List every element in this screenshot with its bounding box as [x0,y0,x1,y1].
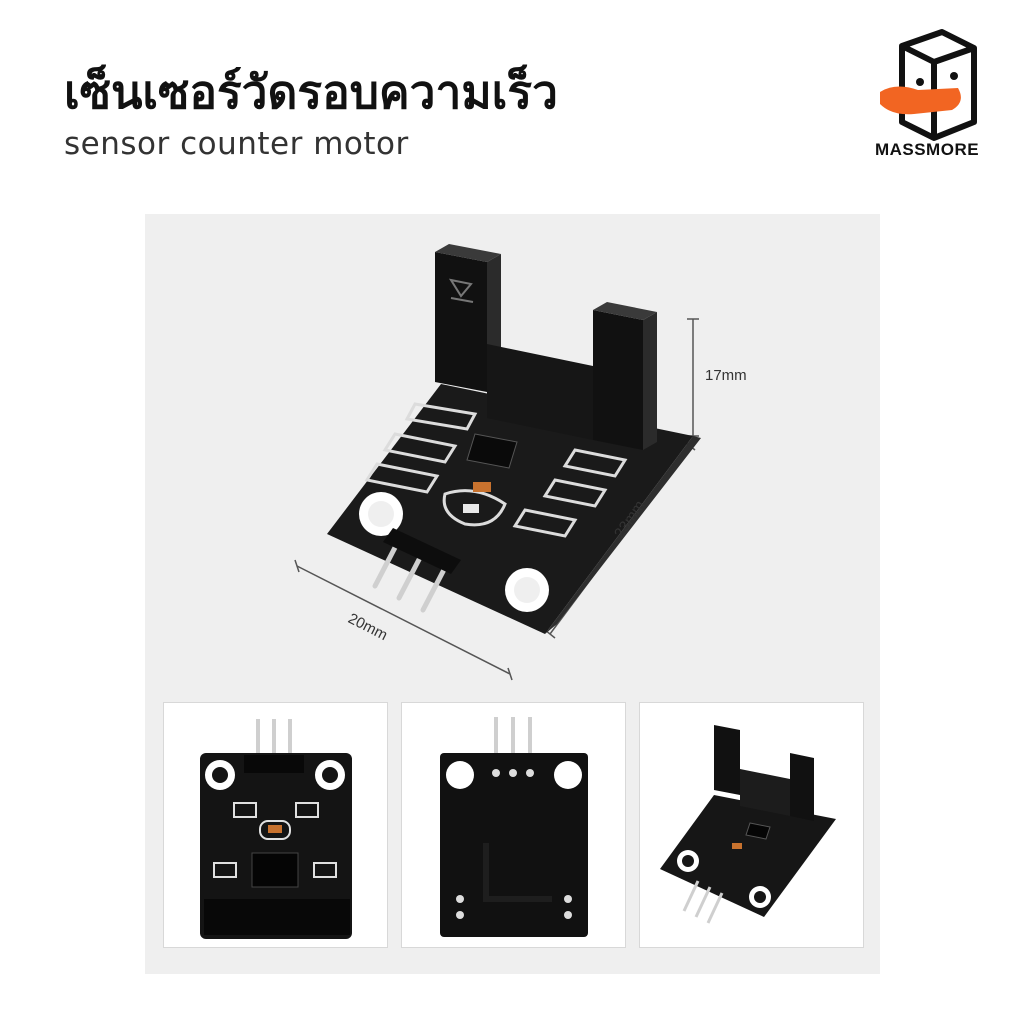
front-view-illustration [200,719,352,939]
massmore-logo-icon [880,29,977,141]
brand-name: MASSMORE [874,140,980,159]
thumbnail-back-view [401,702,626,948]
angled-view-illustration [660,725,836,924]
thumbnail-front-view [163,702,388,948]
main-product-illustration [294,244,701,681]
page-subtitle: sensor counter motor [64,126,409,162]
back-view-illustration [440,717,588,937]
height-dimension-label: 17mm [705,367,747,384]
thumbnail-angled-view [639,702,864,948]
page-title: เซ็นเซอร์วัดรอบความเร็ว [64,65,558,119]
